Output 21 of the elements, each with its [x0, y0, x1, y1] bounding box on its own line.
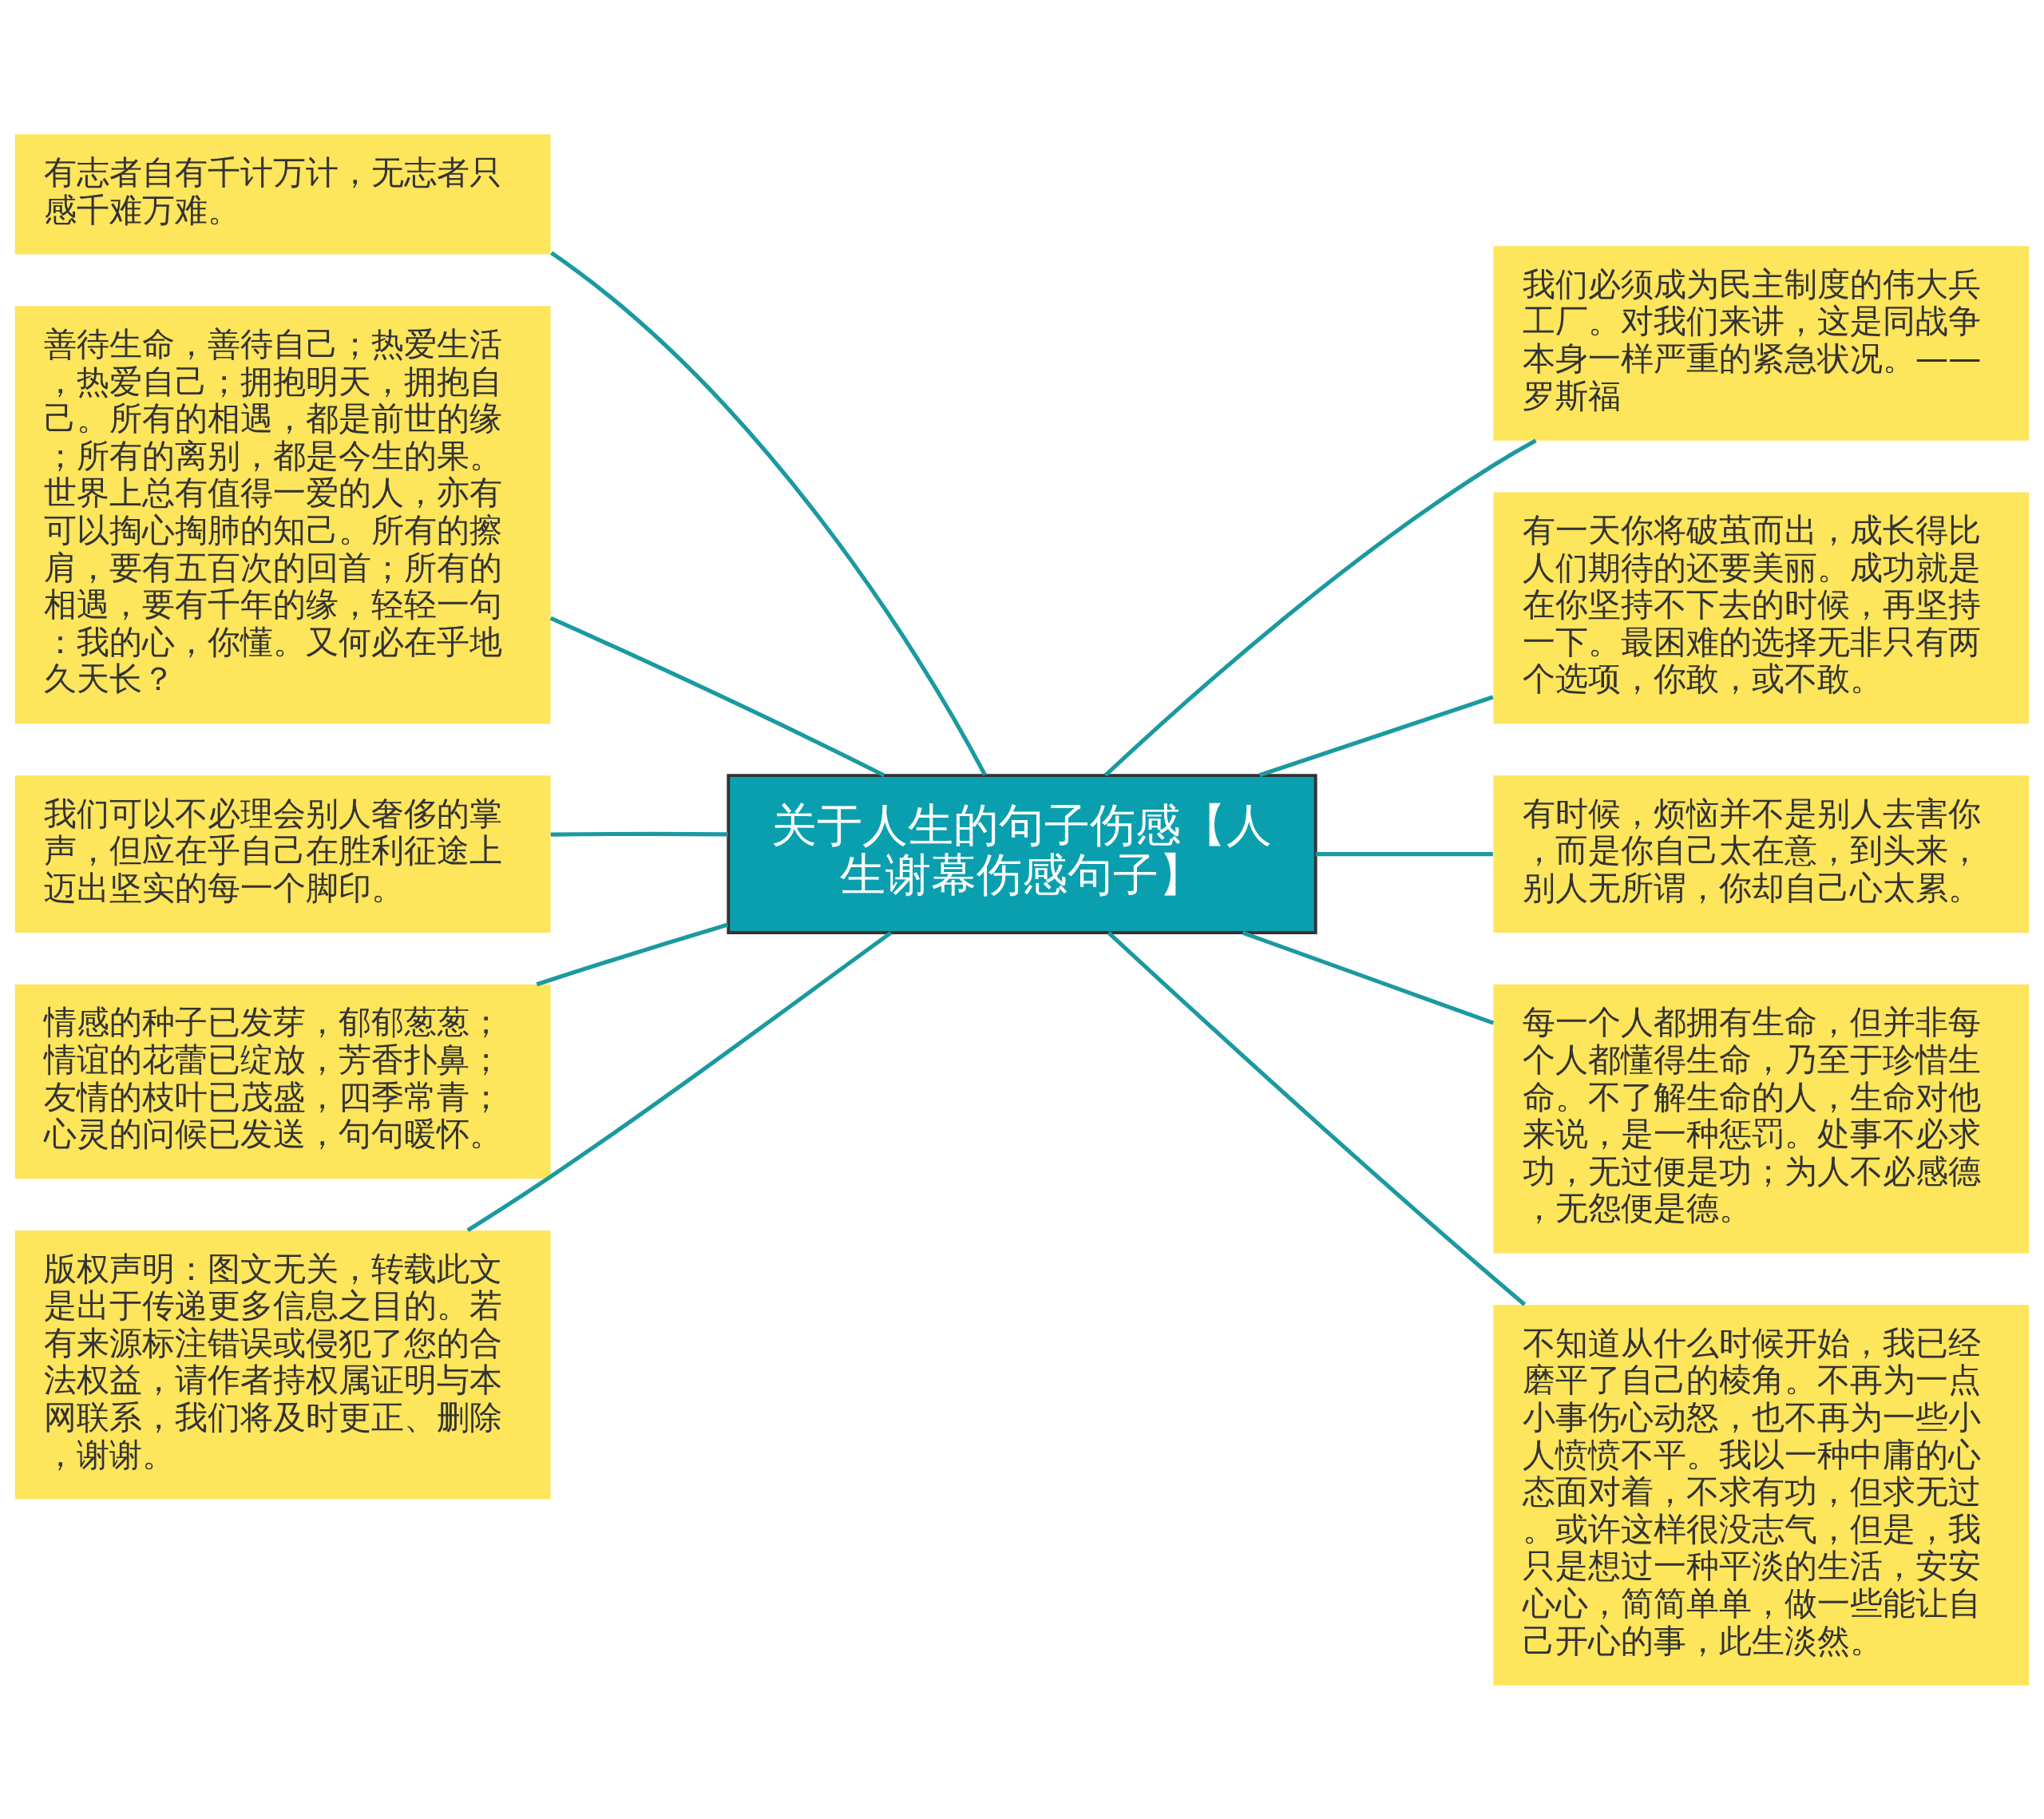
node-box: 情感的种子已发芽，郁郁葱葱；情谊的花蕾已绽放，芳香扑鼻；友情的枝叶已茂盛，四季常青；心灵的问候已发送，句句暖怀。 — [14, 984, 551, 1179]
node-box: 有一天你将破茧而出，成长得比人们期待的还要美丽。成功就是在你坚持不下去的时候，再坚持一下。最困难的选择无非只有两个选项，你敢，或不敢。 — [1493, 491, 2030, 723]
node-box: 我们必须成为民主制度的伟大兵工厂。对我们来讲，这是同战争本身一样严重的紧急状况。—— 罗斯福 — [1493, 245, 2030, 441]
connector — [550, 251, 987, 776]
connector — [1258, 695, 1494, 777]
node-box: 我们可以不必理会别人奢侈的掌声，但应在乎自己在胜利征途上迈出坚实的每一个脚印。 — [14, 775, 551, 933]
node-box: 有时候，烦恼并不是别人去害你，而是你自己太在意，到头来，别人无所谓，你却自己心太累。 — [1493, 775, 2030, 933]
connector — [536, 922, 729, 986]
connector — [466, 930, 893, 1232]
connector — [1107, 930, 1527, 1306]
connector — [549, 616, 885, 777]
connector — [1315, 851, 1493, 856]
node-box: 每一个人都拥有生命，但并非每个人都懂得生命，乃至于珍惜生命。不了解生命的人，生命对他来说，是一种惩罚。处事不必求功，无过便是功；为人不必感德，无怨便是德。 — [1493, 984, 2030, 1253]
connector — [1103, 438, 1537, 777]
connector — [550, 831, 728, 837]
node-box: 不知道从什么时候开始，我已经磨平了自己的棱角。不再为一点小事伤心动怒，也不再为一些小人愤愤不平。我以一种中庸的心态面对着，不求有功，但求无过。或许这样很没志气，但是，我只是想过一种平淡的生活，安安心心，简简单单，做一些能让自己开心的事，此生淡然。 — [1493, 1304, 2030, 1686]
node-box: 关于人生的句子伤感【人生谢幕伤感句子】 — [727, 773, 1317, 934]
connector — [1242, 930, 1495, 1025]
node-box: 版权声明：图文无关，转载此文是出于传递更多信息之目的。若有来源标注错误或侵犯了您的合法权益，请作者持权属证明与本网联系，我们将及时更正、删除，谢谢。 — [14, 1230, 551, 1500]
node-box: 善待生命，善待自己；热爱生活，热爱自己；拥抱明天，拥抱自己。所有的相遇，都是前世的缘；所有的离别，都是今生的果。世界上总有值得一爱的人，亦有可以掏心掏肺的知己。所有的擦肩，要有五百次的回首；所有的相遇，要有千年的缘，轻轻一句：我的心，你懂。又何必在乎地久天长？ — [14, 305, 551, 723]
node-box: 有志者自有千计万计，无志者只感千难万难。 — [14, 133, 551, 255]
